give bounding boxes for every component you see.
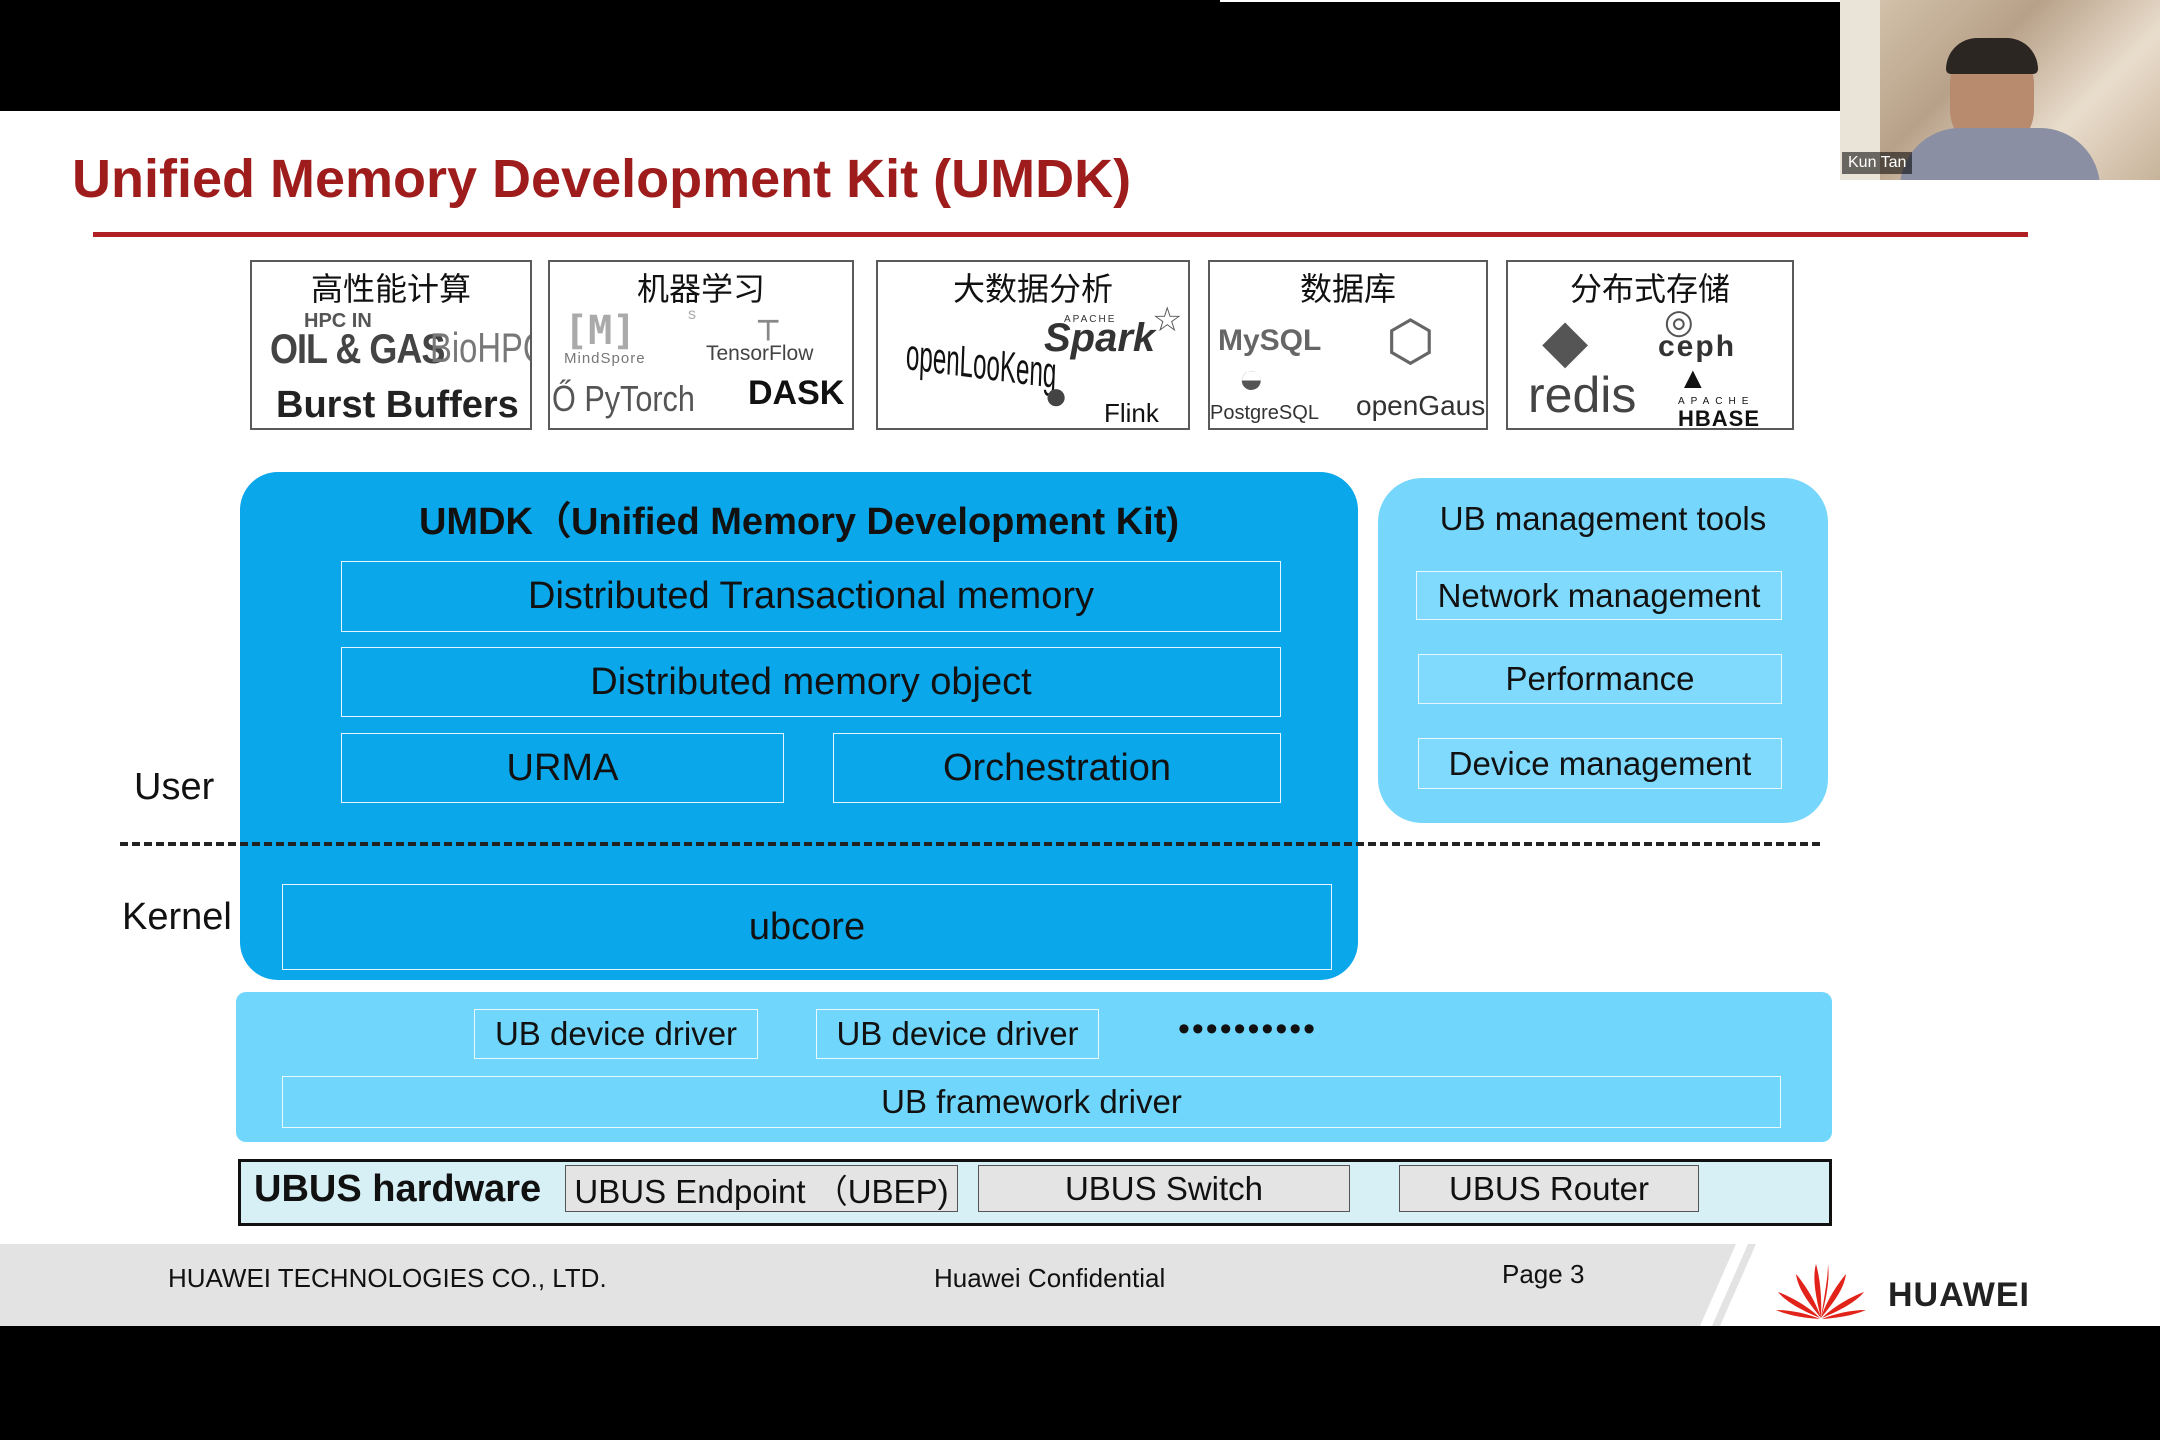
title-underline (93, 232, 2028, 237)
footer-company: HUAWEI TECHNOLOGIES CO., LTD. (168, 1263, 607, 1293)
app-box-ml: 机器学习 [M] s MindSpore ⊤ TensorFlow Ő PyTo… (548, 260, 854, 430)
dask-logo: DASK (748, 374, 845, 412)
huawei-flower-icon (1776, 1264, 1866, 1319)
participant-name-label: Kun Tan (1842, 152, 1913, 174)
opengauss-logo: openGauss (1356, 390, 1488, 421)
driver-ellipsis: •••••••••• (1178, 1010, 1318, 1048)
video-background-wall (1840, 0, 1880, 180)
apache-spark-caption: APACHE (1064, 314, 1117, 325)
ubcore-box: ubcore (282, 884, 1332, 970)
device-management-box: Device management (1418, 738, 1782, 789)
postgresql-logo: PostgreSQL (1210, 402, 1319, 424)
apache-hbase-caption: APACHE (1678, 396, 1755, 407)
postgresql-elephant-icon: ◒ (1238, 354, 1265, 403)
ub-device-driver-1: UB device driver (474, 1009, 758, 1059)
app-box-database: 数据库 MySQL ◒ PostgreSQL ⬡ openGauss (1208, 260, 1488, 430)
performance-box: Performance (1418, 654, 1782, 704)
participant-shirt (1900, 128, 2100, 180)
mgmt-title: UB management tools (1439, 500, 1767, 537)
participant-video-tile[interactable]: Kun Tan (1840, 0, 2160, 180)
ceph-logo: ceph (1658, 330, 1737, 363)
tensorflow-icon: ⊤ (756, 315, 781, 346)
app-title-storage: 分布式存储 (1569, 270, 1730, 308)
huawei-wordmark: HUAWEI (1888, 1276, 2030, 1314)
mindspore-superscript: s (688, 306, 696, 323)
oil-gas-logo: OIL & GAS (270, 324, 445, 372)
spark-star-icon: ☆ (1152, 301, 1183, 339)
umdk-block (240, 472, 1358, 980)
ubus-endpoint-box: UBUS Endpoint （UBEP) (565, 1165, 958, 1212)
app-box-hpc: 高性能计算 HPC IN OIL & GAS BioHPC Burst Buff… (250, 260, 532, 430)
app-title-hpc: 高性能计算 (310, 270, 471, 308)
ceph-icon: ◎ (1664, 303, 1694, 341)
orchestration-box: Orchestration (833, 733, 1281, 803)
redis-logo: redis (1528, 367, 1637, 423)
redis-cube-icon: ◆ (1542, 307, 1589, 374)
app-title-database: 数据库 (1299, 270, 1396, 308)
window-top-edge (1220, 0, 1840, 2)
dmo-box: Distributed memory object (341, 647, 1281, 717)
app-title-ml: 机器学习 (636, 270, 765, 308)
app-box-bigdata: 大数据分析 openLooKeng APACHE Spark ☆ ● Flink (876, 260, 1190, 430)
biohpc-logo: BioHPC (430, 324, 530, 371)
tensorflow-logo: TensorFlow (706, 342, 814, 365)
ub-framework-driver: UB framework driver (282, 1076, 1781, 1128)
pytorch-label: PyTorch (584, 378, 695, 419)
participant-hair (1946, 38, 2038, 74)
umdk-title: UMDK（Unified Memory Development Kit) (418, 501, 1180, 543)
ubus-router-box: UBUS Router (1399, 1165, 1699, 1212)
urma-box: URMA (341, 733, 784, 803)
opengauss-icon: ⬡ (1386, 309, 1435, 372)
driver-layer (236, 992, 1832, 1142)
hbase-logo: HBASE (1678, 406, 1761, 430)
ubus-hardware-title: UBUS hardware (254, 1168, 542, 1210)
footer-confidential: Huawei Confidential (934, 1263, 1166, 1293)
app-box-storage: 分布式存储 ◆ redis ◎ ceph ▲ APACHE HBASE (1506, 260, 1794, 430)
spark-logo: Spark (1044, 316, 1156, 360)
flink-logo: Flink (1104, 398, 1159, 428)
mindspore-mark: [M] (564, 308, 637, 354)
ub-device-driver-2: UB device driver (816, 1009, 1099, 1059)
openlookeng-logo: openLooKeng (905, 330, 1058, 399)
user-kernel-divider (120, 842, 1820, 846)
burst-buffers-logo: Burst Buffers (276, 384, 519, 426)
pytorch-logo: Ő PyTorch (552, 378, 695, 419)
flink-squirrel-icon: ● (1044, 374, 1069, 418)
kernel-label: Kernel (122, 896, 232, 938)
slide-title: Unified Memory Development Kit (UMDK) (72, 149, 1132, 209)
hbase-orca-icon: ▲ (1678, 362, 1708, 395)
network-management-box: Network management (1416, 571, 1782, 620)
user-label: User (134, 766, 215, 808)
app-title-bigdata: 大数据分析 (952, 270, 1113, 308)
ubus-switch-box: UBUS Switch (978, 1165, 1350, 1212)
footer-page-number: Page 3 (1502, 1259, 1585, 1289)
mindspore-logo: MindSpore (564, 350, 646, 367)
hpc-in-logo: HPC IN (304, 310, 372, 332)
dtm-box: Distributed Transactional memory (341, 561, 1281, 632)
mysql-logo: MySQL (1218, 324, 1322, 357)
